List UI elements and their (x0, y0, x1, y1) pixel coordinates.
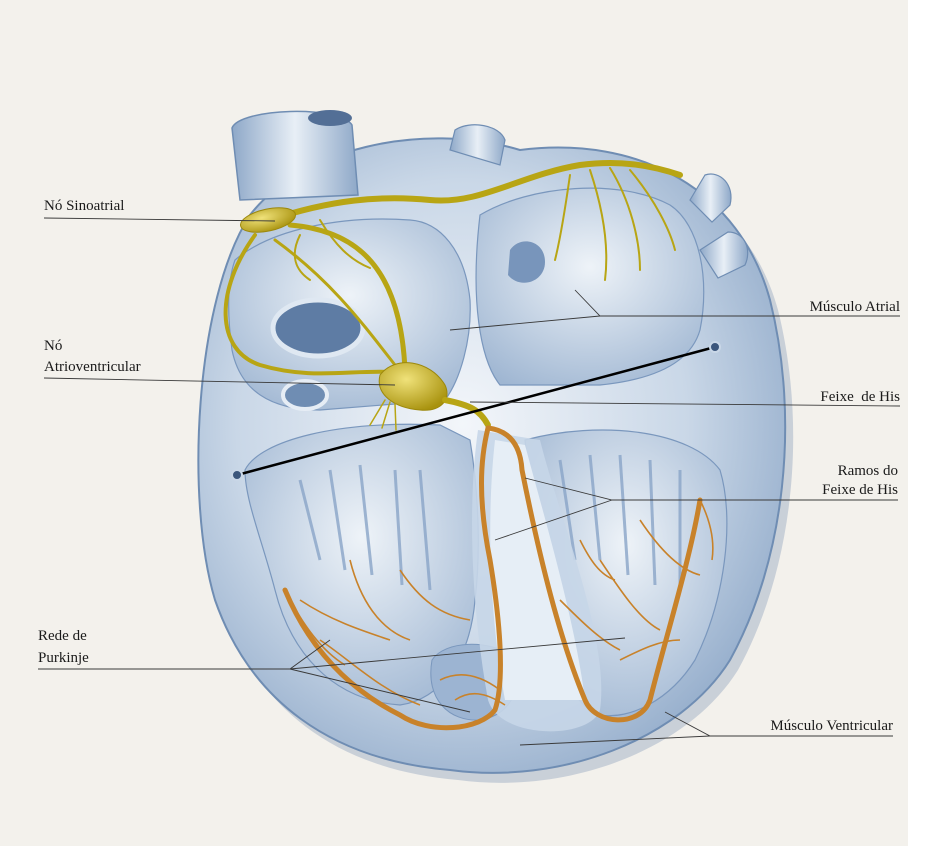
label-av-node-line2: Atrioventricular (44, 359, 141, 375)
left-atrium (476, 188, 704, 385)
label-av-node-line1: Nó (44, 338, 62, 354)
label-atrial-muscle: Músculo Atrial (810, 299, 900, 315)
label-bundle-branches-line2: Feixe de His (822, 482, 898, 498)
label-sinoatrial-node: Nó Sinoatrial (44, 198, 124, 214)
label-purkinje-line2: Purkinje (38, 650, 89, 666)
overlay-line-end-right (710, 342, 720, 352)
label-ventricular-muscle: Músculo Ventricular (770, 718, 893, 734)
overlay-line-end-left (232, 470, 242, 480)
right-page-edge (908, 0, 933, 846)
label-bundle-branches-line1: Ramos do (838, 463, 898, 479)
heart-illustration (198, 110, 793, 783)
label-purkinje-line1: Rede de (38, 628, 87, 644)
label-bundle-of-his: Feixe de His (820, 389, 900, 405)
valve-ring-lower (283, 381, 327, 409)
vena-cava-opening (308, 110, 352, 126)
